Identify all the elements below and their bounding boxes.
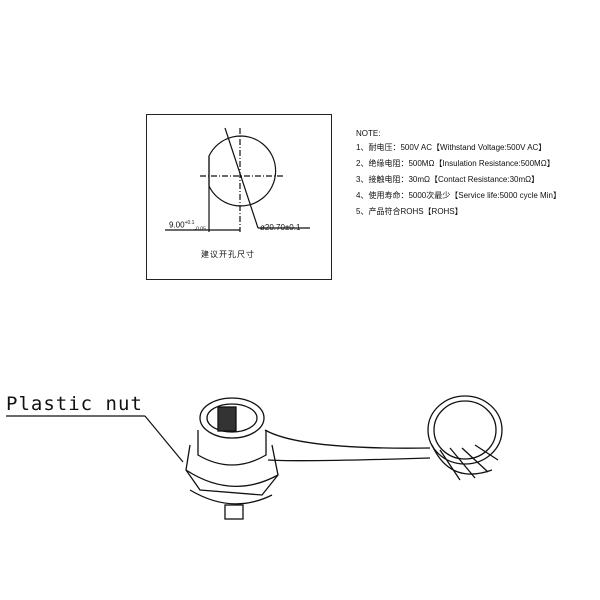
width-tol-lower: -0.05	[194, 226, 206, 233]
callout-leader	[6, 415, 184, 463]
note-item: 3、接触电阻：30mΩ【Contact Resistance:30mΩ】	[356, 175, 540, 184]
note-item: 4、使用寿命：5000次最少【Service life:5000 cycle M…	[356, 191, 561, 200]
width-tol-upper: +0.1	[184, 220, 195, 226]
cap	[427, 395, 503, 481]
width-value: 9.00	[169, 220, 185, 230]
notes-title: NOTE:	[356, 129, 381, 138]
note-item: 5、产品符合ROHS【ROHS】	[356, 207, 463, 216]
diameter-dimension: ø20.70±0.1	[260, 223, 301, 232]
cutout-panel: 9.00+0.1-0.05 ø20.70±0.1 建议开孔尺寸	[146, 114, 332, 280]
panel-caption: 建议开孔尺寸	[201, 250, 255, 259]
note-item: 1、耐电压：500V AC【Withstand Voltage:500V AC】	[356, 143, 547, 152]
connector-body	[185, 397, 431, 520]
notes-block: NOTE: 1、耐电压：500V AC【Withstand Voltage:50…	[356, 128, 561, 220]
width-dimension: 9.00+0.1-0.05	[169, 220, 206, 232]
cutout-geometry	[165, 127, 310, 232]
note-item: 2、绝缘电阻：500MΩ【Insulation Resistance:500MΩ…	[356, 159, 555, 168]
plastic-nut-label: Plastic nut	[6, 393, 143, 415]
